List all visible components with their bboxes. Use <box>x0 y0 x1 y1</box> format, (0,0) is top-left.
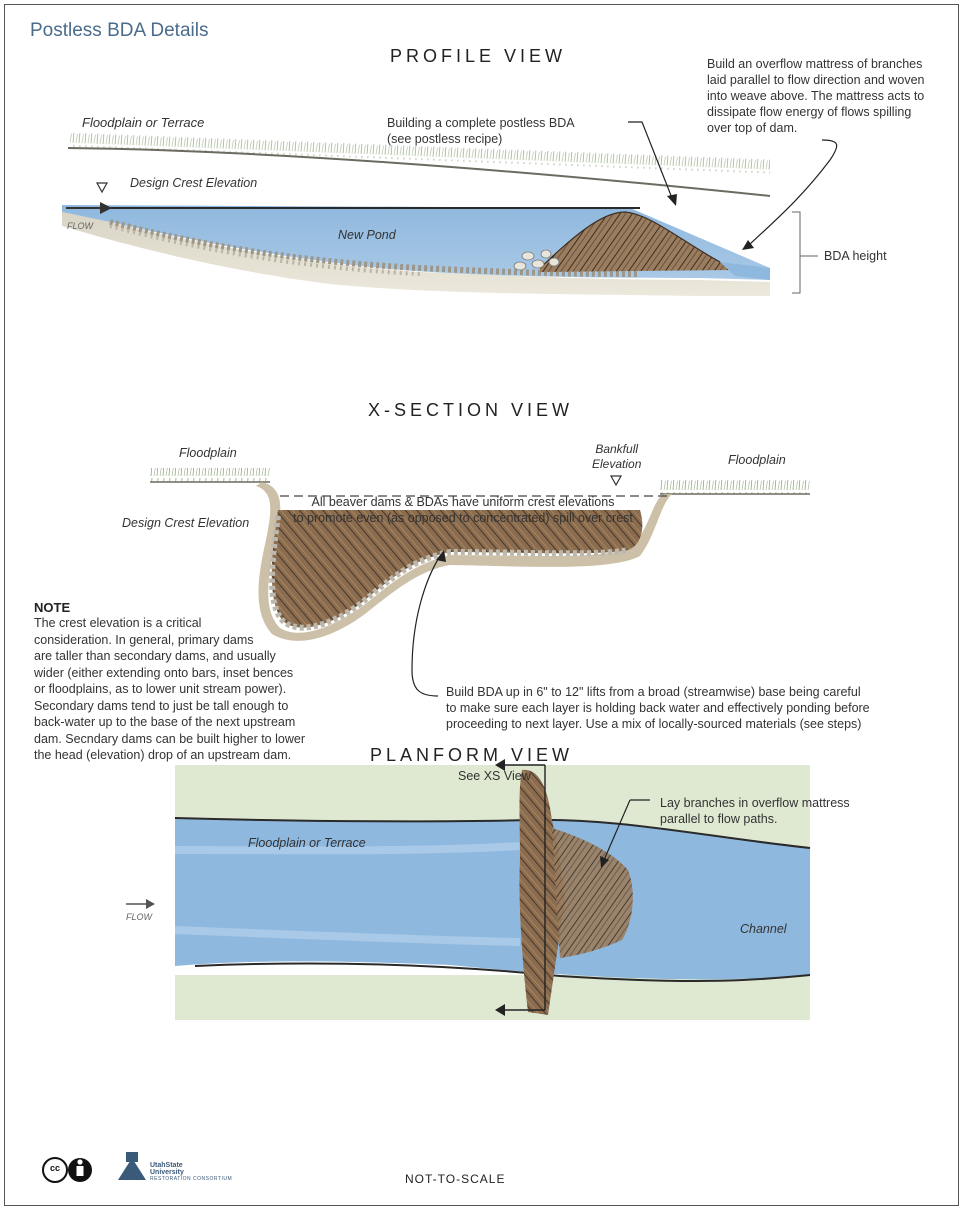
profile-drawing <box>62 122 837 296</box>
planform-see-xs-label: See XS View <box>458 768 531 784</box>
xsection-design-crest-label: Design Crest Elevation <box>122 516 249 530</box>
xsection-crest-note: All beaver dams & BDAs have uniform cres… <box>288 494 638 526</box>
not-to-scale-label: NOT-TO-SCALE <box>405 1172 505 1186</box>
crest-note-block: NOTE The crest elevation is a critical c… <box>34 600 344 764</box>
planform-view-heading: PLANFORM VIEW <box>370 745 573 766</box>
profile-view-heading: PROFILE VIEW <box>390 46 566 67</box>
xsection-bankfull-label: Bankfull Elevation <box>592 442 641 472</box>
note-body: The crest elevation is a critical consid… <box>34 615 344 764</box>
profile-design-crest-label: Design Crest Elevation <box>130 176 257 190</box>
profile-mattress-note: Build an overflow mattress of branches l… <box>707 56 952 136</box>
xsection-view-heading: X-SECTION VIEW <box>368 400 573 421</box>
usu-logo-text: UtahState University RESTORATION CONSORT… <box>150 1162 232 1182</box>
xsection-floodplain-left: Floodplain <box>179 446 237 460</box>
cc-badge-text: cc <box>48 1163 62 1173</box>
profile-complete-bda-label: Building a complete postless BDA (see po… <box>387 115 575 147</box>
planform-branches-note: Lay branches in overflow mattress parall… <box>660 795 850 827</box>
profile-height-label: BDA height <box>824 248 887 264</box>
note-title: NOTE <box>34 600 344 615</box>
planform-channel-label: Channel <box>740 922 787 936</box>
profile-floodplain-label: Floodplain or Terrace <box>82 115 204 130</box>
profile-flow-label: FLOW <box>67 221 93 231</box>
planform-floodplain-label: Floodplain or Terrace <box>248 836 366 850</box>
planform-flow-label: FLOW <box>126 912 152 922</box>
xsection-lifts-note: Build BDA up in 6" to 12" lifts from a b… <box>446 684 906 732</box>
profile-pond-label: New Pond <box>338 228 396 242</box>
xsection-floodplain-right: Floodplain <box>728 453 786 467</box>
